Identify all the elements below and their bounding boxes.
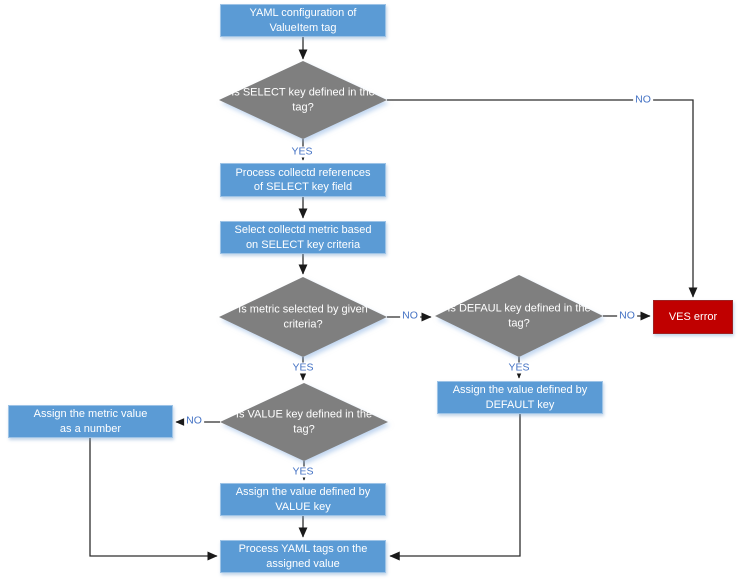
edge-label-default-no: NO bbox=[617, 309, 637, 322]
node-process-references: Process collectd references of SELECT ke… bbox=[220, 163, 386, 197]
edge-assignmetric-to-processyaml bbox=[89, 438, 218, 561]
node-process-references-line2: of SELECT key field bbox=[253, 181, 353, 193]
node-process-yaml-line2: assigned value bbox=[266, 557, 340, 570]
node-assign-default-line1: Assign the value defined by bbox=[452, 384, 588, 396]
edge-select-no-to-error bbox=[387, 99, 698, 298]
edge-label-metric-yes: YES bbox=[290, 361, 316, 374]
edge-label-select-no: NO bbox=[633, 93, 653, 106]
node-process-yaml-line1: Process YAML tags on the bbox=[238, 543, 368, 555]
node-process-references-line1: Process collectd references bbox=[235, 166, 371, 179]
edge-label-value-yes: YES bbox=[290, 465, 316, 478]
node-assign-metric-line2: as a number bbox=[59, 422, 122, 435]
decision-select-shape bbox=[219, 61, 387, 139]
node-assign-metric: Assign the metric value as a number bbox=[8, 405, 173, 438]
node-yaml-config-line2: ValueItem tag bbox=[269, 21, 337, 34]
node-assign-metric-line1: Assign the metric value bbox=[33, 408, 148, 420]
node-select-metric: Select collectd metric based on SELECT k… bbox=[220, 221, 386, 254]
edge-label-select-yes: YES bbox=[289, 145, 315, 158]
node-ves-error: VES error bbox=[653, 300, 733, 334]
node-yaml-config: YAML configuration of ValueItem tag bbox=[220, 4, 386, 37]
node-process-yaml: Process YAML tags on the assigned value bbox=[220, 540, 386, 573]
node-assign-value: Assign the value defined by VALUE key bbox=[220, 483, 386, 516]
decision-value-shape bbox=[220, 383, 388, 461]
decision-default-shape bbox=[435, 275, 603, 357]
node-assign-value-line1: Assign the value defined by bbox=[235, 486, 371, 498]
node-assign-default-line2: DEFAULT key bbox=[485, 398, 555, 411]
node-assign-default: Assign the value defined by DEFAULT key bbox=[437, 381, 603, 414]
edge-label-value-no: NO bbox=[184, 414, 204, 427]
decision-metric-shape bbox=[219, 277, 387, 357]
node-ves-error-label: VES error bbox=[668, 310, 718, 323]
edge-label-default-yes: YES bbox=[506, 361, 532, 374]
edge-assigndefault-to-processyaml bbox=[389, 414, 521, 561]
edge-label-metric-no: NO bbox=[400, 309, 420, 322]
node-yaml-config-line1: YAML configuration of bbox=[249, 7, 357, 19]
node-assign-value-line2: VALUE key bbox=[275, 500, 331, 513]
node-select-metric-line2: on SELECT key criteria bbox=[245, 238, 361, 251]
node-select-metric-line1: Select collectd metric based bbox=[234, 224, 372, 236]
